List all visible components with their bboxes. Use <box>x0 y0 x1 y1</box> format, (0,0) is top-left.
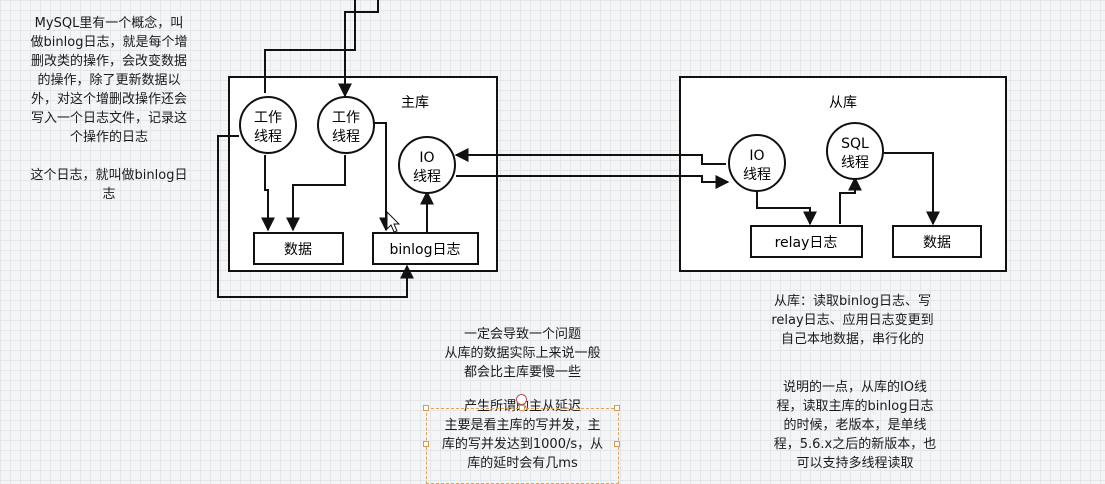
selection-frame <box>426 408 619 484</box>
replica-flow-note[interactable]: 从库：读取binlog日志、写 relay日志、应用日志变更到 自己本地数据，串… <box>740 292 965 349</box>
note-line: MySQL里有一个概念，叫 <box>34 16 184 31</box>
note-spacer <box>8 147 210 166</box>
note-line: 一定会导致一个问题 <box>463 327 581 342</box>
worker1-to-data-arrow <box>261 155 275 232</box>
note-line: 库的写并发达到1000/s，从 <box>441 437 604 452</box>
replica-data-box[interactable]: 数据 <box>892 225 982 258</box>
note-line: 做binlog日志，就是每个增 <box>30 35 188 50</box>
note-line: 外，对这个增删改操作还会 <box>30 92 187 107</box>
note-line: 自己本地数据，串行化的 <box>780 332 924 347</box>
worker-thread-2-line1: 工作 <box>332 110 360 126</box>
relay-to-sql-arrow <box>839 176 862 224</box>
binlog-label: binlog日志 <box>390 242 461 258</box>
replica-io-request-arrow <box>454 148 726 165</box>
relay-log-label: relay日志 <box>775 235 838 251</box>
worker-thread-1[interactable]: 工作 线程 <box>239 96 297 154</box>
replica-sql-thread-line2: 线程 <box>841 155 869 171</box>
worker-thread-1-line2: 线程 <box>254 129 282 145</box>
note-line: 可以支持多线程读取 <box>796 456 914 471</box>
resize-handle-middle-right[interactable] <box>614 441 620 447</box>
note-line: 志 <box>102 187 116 202</box>
relay-log-box[interactable]: relay日志 <box>750 225 863 258</box>
worker2-to-binlog-arrow <box>371 122 393 232</box>
master-io-send-arrow <box>456 175 730 189</box>
incoming-request-arrow <box>338 0 379 98</box>
rotate-handle-icon[interactable] <box>516 394 527 405</box>
worker1-to-binlog-loop-arrow <box>217 135 414 298</box>
note-line: 的时候，老版本，是单线 <box>783 418 927 433</box>
replica-io-thread-line2: 线程 <box>743 167 771 183</box>
note-line: 程，读取主库的binlog日志 <box>776 399 934 414</box>
resize-handle-top-left[interactable] <box>423 405 429 411</box>
master-io-thread-line2: 线程 <box>413 169 441 185</box>
worker-thread-1-line1: 工作 <box>254 110 282 126</box>
incoming-request-loop-arrow <box>264 0 356 93</box>
main-db-title: 主库 <box>401 95 429 111</box>
note-line: 删改类的操作，会改变数据 <box>30 54 187 69</box>
note-line: 从库：读取binlog日志、写 <box>774 294 931 309</box>
replica-sql-thread[interactable]: SQL 线程 <box>826 122 884 180</box>
sql-to-replica-data-arrow <box>884 152 940 226</box>
replica-io-thread-line1: IO <box>749 148 764 164</box>
note-line: 从库的数据实际上来说一般 <box>444 346 601 361</box>
replica-db-title: 从库 <box>829 95 857 111</box>
multithread-note[interactable]: 说明的一点，从库的IO线 程，读取主库的binlog日志 的时候，老版本，是单线… <box>740 378 970 473</box>
replica-io-thread[interactable]: IO 线程 <box>728 134 786 192</box>
note-line: 都会比主库要慢一些 <box>463 365 581 380</box>
binlog-box[interactable]: binlog日志 <box>372 232 479 265</box>
master-data-box[interactable]: 数据 <box>253 232 344 265</box>
binlog-intro-note[interactable]: MySQL里有一个概念，叫 做binlog日志，就是每个增 删改类的操作，会改变… <box>8 14 210 204</box>
worker2-to-data-arrow <box>286 155 346 232</box>
worker-thread-2[interactable]: 工作 线程 <box>317 96 375 154</box>
lag-cause-note[interactable]: 产生所谓的主从延迟 主要是看主库的写并发，主 库的写并发达到1000/s，从 库… <box>410 397 635 473</box>
replica-data-label: 数据 <box>923 235 951 251</box>
replica-sql-thread-line1: SQL <box>841 136 869 152</box>
mouse-cursor-icon <box>386 210 401 233</box>
note-line: 库的延时会有几ms <box>467 456 578 471</box>
master-io-thread[interactable]: IO 线程 <box>398 136 456 194</box>
replica-io-to-relay-arrow <box>756 188 817 226</box>
note-line: 个操作的日志 <box>69 130 148 145</box>
master-io-thread-line1: IO <box>419 150 434 166</box>
note-line: 主要是看主库的写并发，主 <box>444 418 601 433</box>
note-line: 程，5.6.x之后的新版本，也 <box>773 437 937 452</box>
connectors <box>217 0 940 298</box>
note-line: relay日志、应用日志变更到 <box>771 313 934 328</box>
master-data-label: 数据 <box>284 242 312 258</box>
worker-thread-2-line2: 线程 <box>332 129 360 145</box>
note-line: 这个日志，就叫做binlog日 <box>30 168 188 183</box>
note-line: 写入一个日志文件，记录这 <box>30 111 187 126</box>
resize-handle-top-center[interactable] <box>519 405 525 411</box>
resize-handle-middle-left[interactable] <box>423 441 429 447</box>
resize-handle-top-right[interactable] <box>614 405 620 411</box>
note-line: 说明的一点，从库的IO线 <box>782 380 928 395</box>
note-line: 的操作，除了更新数据以 <box>37 73 181 88</box>
lag-problem-note[interactable]: 一定会导致一个问题 从库的数据实际上来说一般 都会比主库要慢一些 <box>410 325 635 382</box>
